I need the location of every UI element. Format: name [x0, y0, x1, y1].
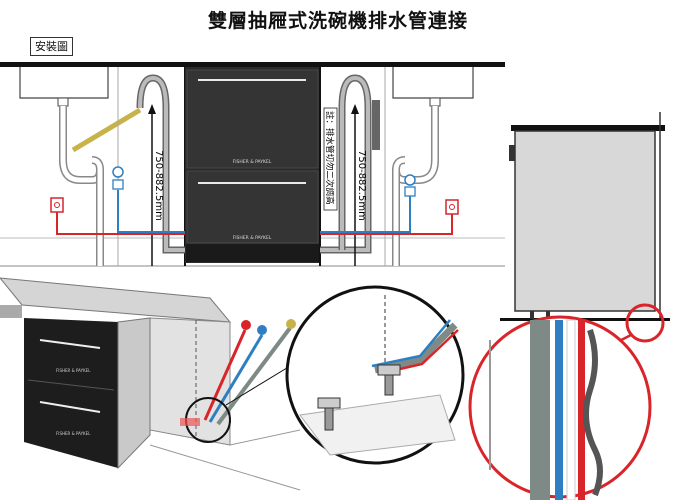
brand-label-top: FISHER & PAYKEL [233, 159, 272, 165]
dishwasher-front: FISHER & PAYKEL FISHER & PAYKEL [185, 67, 320, 263]
iso-brand-bottom: FISHER & PAYKEL [56, 431, 91, 436]
drain-warning-note: 註：排水管切勿二次調高 [324, 111, 335, 205]
countertop [0, 62, 505, 67]
iso-brand-top: FISHER & PAYKEL [56, 368, 91, 373]
diagram-title: 雙層抽屜式洗碗機排水管連接 [207, 10, 468, 32]
left-utilities [50, 166, 185, 235]
iso-dishwasher [24, 318, 118, 468]
right-drain-loop: 750-882.5mm 註：排水管切勿二次調高 [320, 74, 372, 266]
left-drain-loop: 750-882.5mm [136, 74, 185, 266]
drain-fitting-icon [286, 319, 296, 329]
leveling-foot-icon-2 [317, 397, 341, 431]
power-plug-icon [241, 320, 251, 330]
left-sink [19, 67, 142, 266]
side-view [500, 112, 670, 357]
power-outlet-icon [50, 197, 64, 213]
right-utilities [320, 174, 459, 235]
leveling-foot-icon [377, 364, 401, 396]
install-diagram-badge: 安裝圖 [30, 37, 73, 56]
zoom-detail-pipes [468, 315, 652, 500]
water-valve-icon [112, 166, 124, 178]
right-sink [372, 67, 474, 266]
front-view: 750-882.5mm FISHER & PAYKEL FISHER & PAY… [0, 62, 505, 267]
zoom-detail-floor [285, 285, 465, 465]
brand-label-bottom: FISHER & PAYKEL [233, 235, 272, 241]
left-dimension-label: 750-882.5mm [153, 150, 164, 221]
water-inlet-icon [257, 325, 267, 335]
isometric-view: FISHER & PAYKEL FISHER & PAYKEL [0, 277, 301, 491]
right-dimension-label: 750-882.5mm [356, 150, 367, 221]
